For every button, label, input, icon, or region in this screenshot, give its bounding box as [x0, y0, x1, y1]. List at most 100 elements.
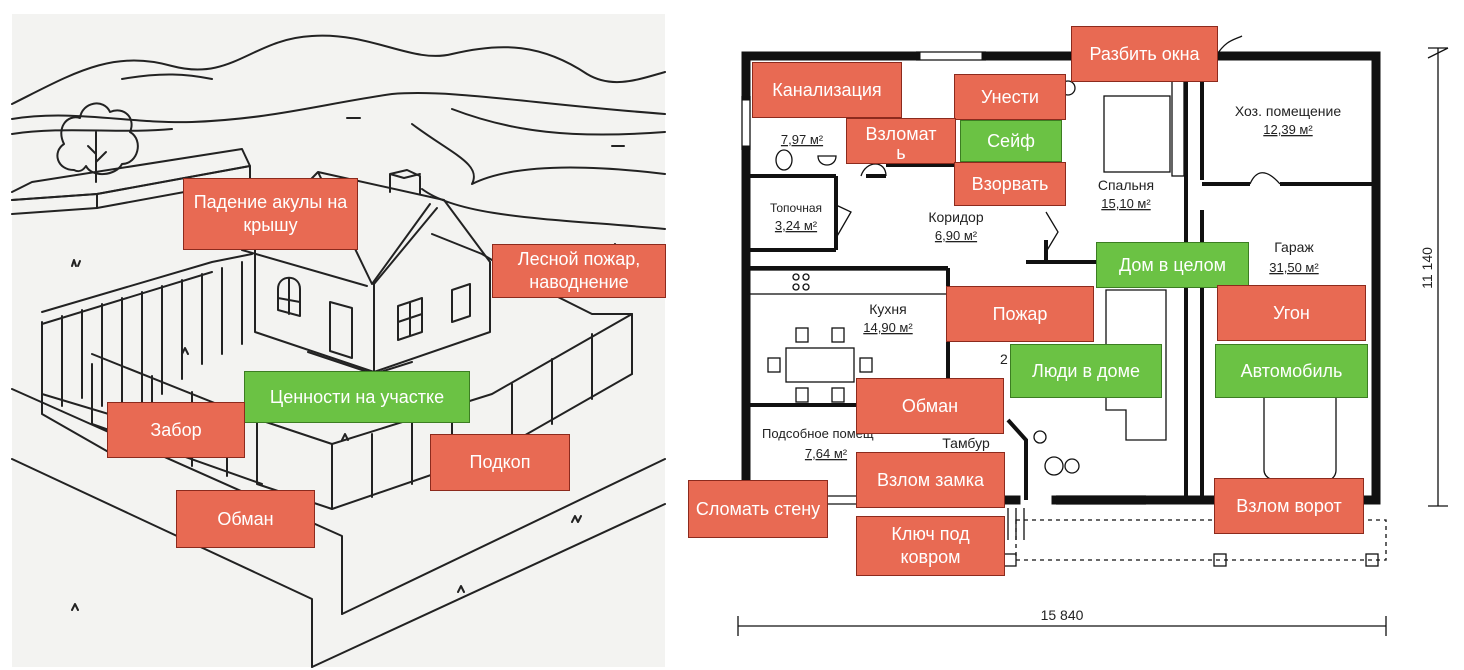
house-sketch-panel: Падение акулы на крышу Лесной пожар, нав…	[11, 14, 666, 668]
door-corridor	[1045, 211, 1059, 253]
plant-1	[1033, 430, 1047, 444]
threat-break-wall: Сломать стену	[688, 480, 828, 538]
road-right	[311, 458, 666, 668]
asset-car-text: Автомобиль	[1240, 360, 1343, 381]
threat-hack: Взломать	[846, 118, 956, 164]
boiler-room-name: Топочная	[770, 201, 822, 215]
chair-2	[831, 327, 845, 343]
dimension-width: 15 840	[1041, 607, 1084, 623]
living-fragment: 2	[1000, 351, 1008, 367]
chair-3	[795, 387, 809, 403]
utility-room-area: 12,39 м²	[1263, 122, 1313, 137]
road-front	[11, 458, 313, 668]
threat-gate-break-text: Взлом ворот	[1236, 495, 1342, 516]
threat-deception-right-text: Обман	[901, 395, 959, 416]
river-bank-bottom	[421, 188, 666, 230]
asset-valuables-text: Ценности на участке	[269, 386, 445, 407]
asset-people-in-house-text: Люди в доме	[1032, 360, 1140, 381]
fence-left-top	[41, 253, 253, 313]
kitchen-name: Кухня	[869, 301, 906, 317]
threat-break-wall-text: Сломать стену	[695, 498, 821, 519]
threat-sewer-text: Канализация	[772, 79, 882, 100]
threat-hack-text: Взломать	[865, 124, 937, 163]
corridor-area: 6,90 м²	[935, 228, 978, 243]
threat-fence-text: Забор	[150, 419, 202, 440]
river-bank-top	[11, 92, 666, 124]
stove-burner-3	[792, 283, 800, 291]
garage-name: Гараж	[1274, 239, 1314, 255]
window-top-1	[916, 51, 986, 61]
threat-carry-away: Унести	[954, 74, 1066, 120]
asset-safe: Сейф	[960, 120, 1062, 162]
window-side-1	[397, 297, 423, 341]
bed	[1103, 95, 1171, 173]
bathroom-area: 7,97 м²	[781, 132, 824, 147]
plant-3	[1064, 458, 1080, 474]
threat-forest-fire-flood: Лесной пожар, наводнение	[492, 244, 666, 298]
window-arch	[277, 276, 301, 317]
dim-vertical	[1428, 47, 1448, 507]
threat-dig-under: Подкоп	[430, 434, 570, 491]
threat-fire: Пожар	[946, 286, 1094, 342]
steps	[1007, 508, 1025, 540]
wardrobe	[1171, 79, 1185, 177]
threat-blow-up: Взорвать	[954, 162, 1066, 206]
hills-line	[11, 34, 666, 105]
asset-house-whole-text: Дом в целом	[1119, 254, 1226, 275]
window-left	[741, 96, 751, 150]
threat-sewer: Канализация	[752, 62, 902, 118]
threat-deception-left: Обман	[176, 490, 315, 548]
threat-lock-break-text: Взлом замка	[876, 469, 985, 490]
fence-left-bottom	[41, 321, 113, 455]
river-bank-mid	[451, 108, 666, 136]
threat-gate-break: Взлом ворот	[1214, 478, 1364, 534]
bedroom-area: 15,10 м²	[1101, 196, 1151, 211]
fence-left-posts	[61, 261, 243, 421]
asset-valuables-on-site: Ценности на участке	[244, 371, 470, 423]
threat-lock-break: Взлом замка	[856, 452, 1005, 508]
plateau-side	[96, 165, 251, 209]
door-utility	[1249, 172, 1281, 185]
dim-horizontal	[737, 616, 1387, 636]
chimney	[389, 169, 421, 195]
hills-back-line	[121, 73, 213, 80]
kitchen-area: 14,90 м²	[863, 320, 913, 335]
asset-house-whole: Дом в целом	[1096, 242, 1249, 288]
stove-burner-1	[792, 273, 800, 281]
threat-theft: Угон	[1217, 285, 1366, 341]
bedroom-name: Спальня	[1098, 177, 1154, 193]
chair-4	[831, 387, 845, 403]
threat-dig-under-text: Подкоп	[469, 452, 531, 472]
threat-fire-text: Пожар	[992, 303, 1048, 324]
threat-shark-text: Падение акулы на крышу	[193, 192, 348, 235]
threat-carry-away-text: Унести	[981, 86, 1039, 107]
chair-1	[795, 327, 809, 343]
vestibule-name: Тамбур	[942, 435, 990, 451]
porch-post-2	[1213, 553, 1227, 567]
wall-vestibule	[1006, 418, 1028, 500]
threat-shark-on-roof: Падение акулы на крышу	[183, 178, 358, 250]
window-side-2	[451, 283, 471, 323]
threat-break-windows-text: Разбить окна	[1089, 43, 1200, 64]
pantry-name: Подсобное помещ	[762, 426, 874, 441]
plant-2	[1044, 456, 1064, 476]
garage-area: 31,50 м²	[1269, 260, 1319, 275]
door-boiler	[835, 204, 852, 239]
grass-tufts	[71, 243, 619, 611]
floor-plan-panel: 7,97 м² Хоз. помещение 12,39 м² Топочная…	[686, 0, 1464, 670]
threat-deception-right: Обман	[856, 378, 1004, 434]
kitchen-counter	[747, 269, 949, 295]
dimension-height: 11 140	[1419, 247, 1435, 289]
toilet	[775, 149, 793, 171]
tree-trunk	[87, 131, 107, 183]
sink	[817, 155, 837, 166]
threat-theft-text: Угон	[1273, 302, 1310, 323]
threat-key-under-rug-text: Ключ под ковром	[891, 524, 970, 567]
chair-6	[859, 357, 873, 373]
utility-room-name: Хоз. помещение	[1235, 103, 1341, 119]
threat-blow-up-text: Взорвать	[971, 173, 1049, 194]
threat-deception-left-text: Обман	[217, 508, 274, 529]
threat-fence: Забор	[107, 402, 245, 458]
tree-crown	[56, 102, 139, 175]
ground-line	[11, 128, 173, 135]
